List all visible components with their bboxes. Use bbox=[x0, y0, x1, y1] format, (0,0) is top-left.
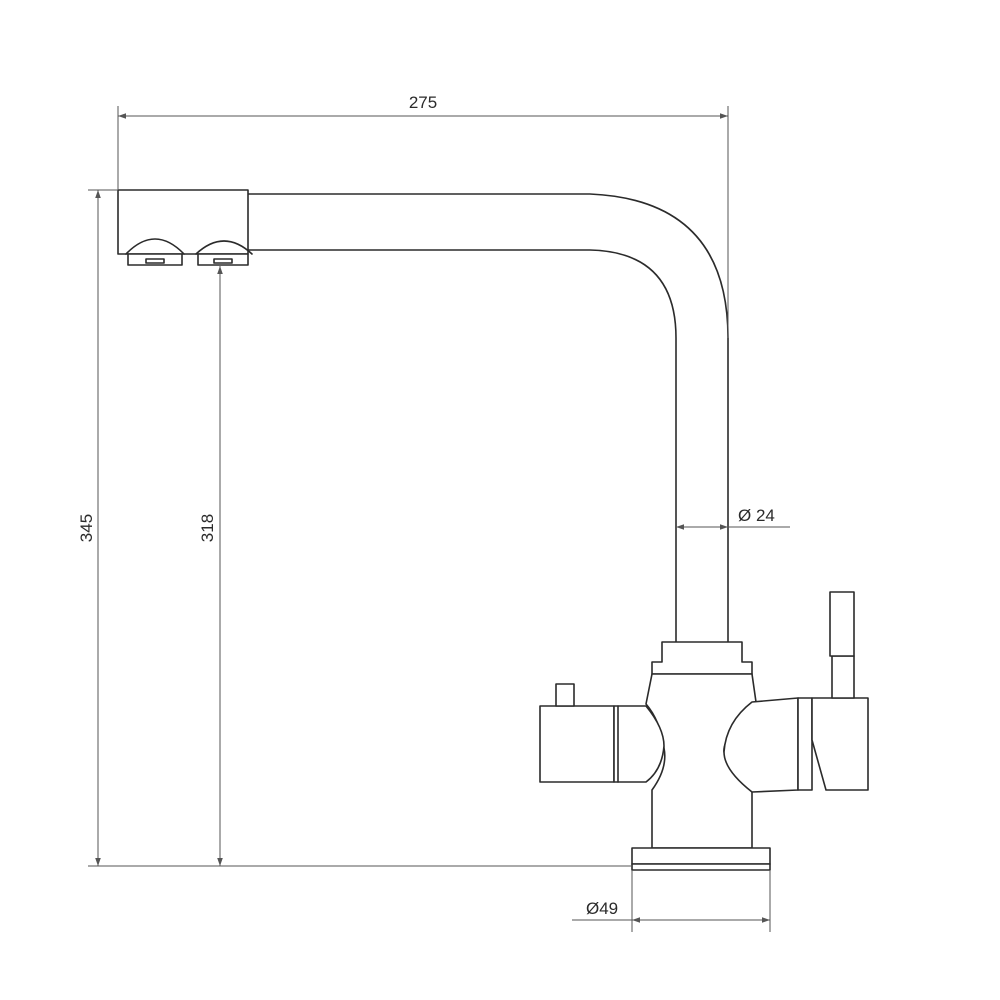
outlet-nozzle-right-inner bbox=[213, 258, 233, 264]
dimension-label-d24: Ø 24 bbox=[738, 506, 775, 525]
dimension-label-d49: Ø49 bbox=[586, 899, 618, 918]
dimension-height-outlet: 318 bbox=[198, 266, 223, 866]
outlet-cap-right bbox=[195, 240, 253, 255]
dimension-base-diameter: Ø49 bbox=[572, 870, 771, 932]
dimension-height-total: 345 bbox=[77, 189, 632, 867]
lever-grip bbox=[829, 591, 855, 657]
outlet-cap-left bbox=[125, 238, 185, 255]
left-handle-knob bbox=[555, 683, 575, 707]
right-handle-sleeve bbox=[723, 697, 799, 793]
dimension-label-345: 345 bbox=[77, 514, 96, 542]
left-handle-sleeve bbox=[613, 705, 665, 783]
base-upper-ring bbox=[631, 847, 771, 865]
dimension-label-275: 275 bbox=[409, 93, 437, 112]
lever-stem bbox=[831, 655, 855, 699]
right-handle-cap bbox=[811, 697, 869, 791]
base-lower-ring bbox=[631, 863, 771, 871]
dimension-label-318: 318 bbox=[198, 514, 217, 542]
outlet-nozzle-left-inner bbox=[145, 258, 165, 264]
dimension-width-total: 275 bbox=[117, 93, 729, 338]
faucet-outline bbox=[117, 189, 869, 871]
right-handle-ring bbox=[797, 697, 813, 791]
left-handle-cap bbox=[539, 705, 615, 783]
dimension-spout-diameter: Ø 24 bbox=[676, 506, 790, 530]
spout-tube bbox=[247, 193, 729, 643]
body-collar bbox=[651, 641, 753, 675]
